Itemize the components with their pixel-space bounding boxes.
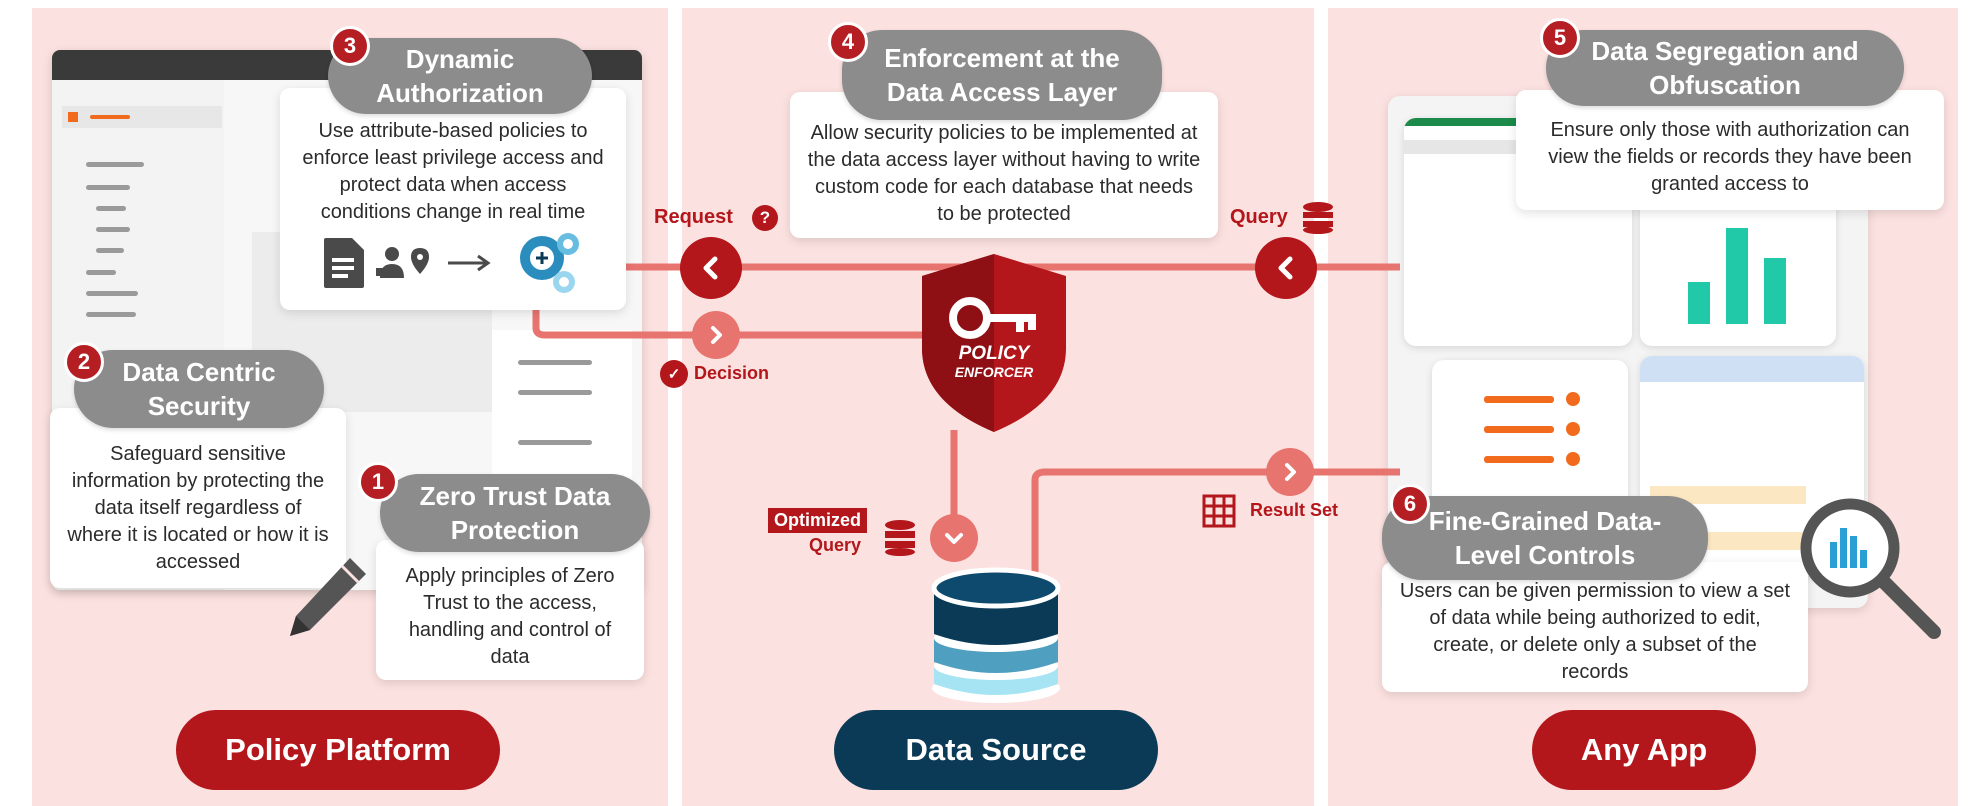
chevron-left-icon [1278, 256, 1293, 280]
arrow-right-icon [448, 254, 491, 272]
step-5-title: Data Segregation and Obfuscation [1546, 30, 1904, 106]
query-arrow-circle [1255, 237, 1317, 299]
step-1-text: Apply principles of Zero Trust to the ac… [405, 565, 615, 668]
shield-line2: ENFORCER [954, 364, 1034, 380]
chart-bar [1688, 282, 1710, 324]
query-label: Query [1230, 206, 1288, 228]
spreadsheet-header [1404, 118, 1541, 126]
content-line [518, 360, 592, 365]
sidebar-line [86, 162, 144, 167]
step-6-text: Users can be given permission to view a … [1399, 580, 1791, 683]
policy-enforcer-shield [922, 254, 1066, 432]
sidebar-line [96, 248, 124, 253]
decision-line [532, 300, 930, 339]
step-2-number: 2 [64, 342, 104, 382]
sidebar-line [86, 291, 138, 296]
list-dot [1566, 392, 1580, 406]
decision-label: Decision [694, 363, 770, 383]
question-icon: ? [752, 205, 778, 231]
chart-bar [1726, 228, 1748, 324]
shield-line1: POLICY [958, 343, 1030, 364]
sidebar-line [86, 312, 136, 317]
sidebar-line [96, 206, 126, 211]
step-1-title: Zero Trust Data Protection [380, 474, 650, 552]
step-2-card: Safeguard sensitive information by prote… [50, 408, 346, 588]
list-line [1484, 396, 1554, 403]
step-6-card: Users can be given permission to view a … [1382, 562, 1808, 692]
table-highlight [1650, 486, 1806, 504]
content-line [518, 440, 592, 445]
content-line [518, 390, 592, 395]
request-arrow-circle [680, 237, 742, 299]
data-source-database [931, 567, 1061, 703]
list-dot [1566, 422, 1580, 436]
list-line [1484, 456, 1554, 463]
result-set-line [1031, 468, 1400, 580]
step-6-number: 6 [1390, 484, 1430, 524]
optimized-query-label: Optimized Query [768, 508, 868, 558]
table-header [1640, 356, 1864, 382]
step-2-title: Data Centric Security [74, 350, 324, 428]
table-icon [1202, 494, 1236, 528]
result-set-arrow-circle [1266, 448, 1314, 496]
step-6-title: Fine-Grained Data-Level Controls [1382, 496, 1708, 580]
chevron-left-icon [703, 256, 718, 280]
users-location-icon [376, 247, 429, 278]
policy-platform-button[interactable]: Policy Platform [176, 710, 500, 790]
decision-arrow-circle [692, 311, 740, 359]
chart-card [1640, 196, 1836, 346]
data-source-button[interactable]: Data Source [834, 710, 1158, 790]
step-4-number: 4 [828, 22, 868, 62]
sidebar-line [96, 227, 130, 232]
gears-icon [520, 233, 579, 293]
query-sub-label: Query [808, 535, 862, 555]
any-app-button[interactable]: Any App [1532, 710, 1756, 790]
sidebar-line [86, 185, 130, 190]
pencil-icon [290, 558, 366, 636]
sidebar-icon [68, 112, 78, 122]
list-card [1432, 360, 1628, 510]
database-icon [1303, 202, 1333, 234]
step-5-card: Ensure only those with authorization can… [1516, 90, 1944, 210]
chevron-right-icon [711, 326, 722, 344]
decision-icon: ✓ [660, 360, 688, 388]
list-dot [1566, 452, 1580, 466]
step-3-number: 3 [330, 26, 370, 66]
sidebar-line [90, 115, 130, 119]
step-5-number: 5 [1540, 18, 1580, 58]
step-4-card: Allow security policies to be implemente… [790, 92, 1218, 238]
step-4-text: Allow security policies to be implemente… [807, 122, 1201, 225]
magnifier-icon [1800, 498, 1941, 639]
sidebar-line [86, 270, 116, 275]
shield-label: POLICY ENFORCER [918, 343, 1070, 381]
step-2-text: Safeguard sensitive information by prote… [67, 442, 329, 573]
request-label: Request [654, 206, 733, 228]
step-4-title: Enforcement at the Data Access Layer [842, 30, 1162, 120]
optimized-query-arrow-circle [930, 514, 978, 562]
chart-bar [1764, 258, 1786, 324]
optimized-label: Optimized [768, 508, 868, 533]
database-icon [885, 520, 915, 556]
step-5-text: Ensure only those with authorization can… [1548, 118, 1912, 195]
chevron-right-icon [1285, 463, 1296, 481]
step-1-card: Apply principles of Zero Trust to the ac… [376, 540, 644, 680]
step-3-title: Dynamic Authorization [328, 38, 592, 114]
sidebar-selected-item [62, 106, 222, 128]
result-set-label: Result Set [1250, 500, 1339, 520]
step-3-text: Use attribute-based policies to enforce … [302, 120, 604, 223]
list-line [1484, 426, 1554, 433]
document-icon [324, 238, 364, 288]
chevron-down-icon [945, 533, 963, 544]
step-1-number: 1 [358, 462, 398, 502]
